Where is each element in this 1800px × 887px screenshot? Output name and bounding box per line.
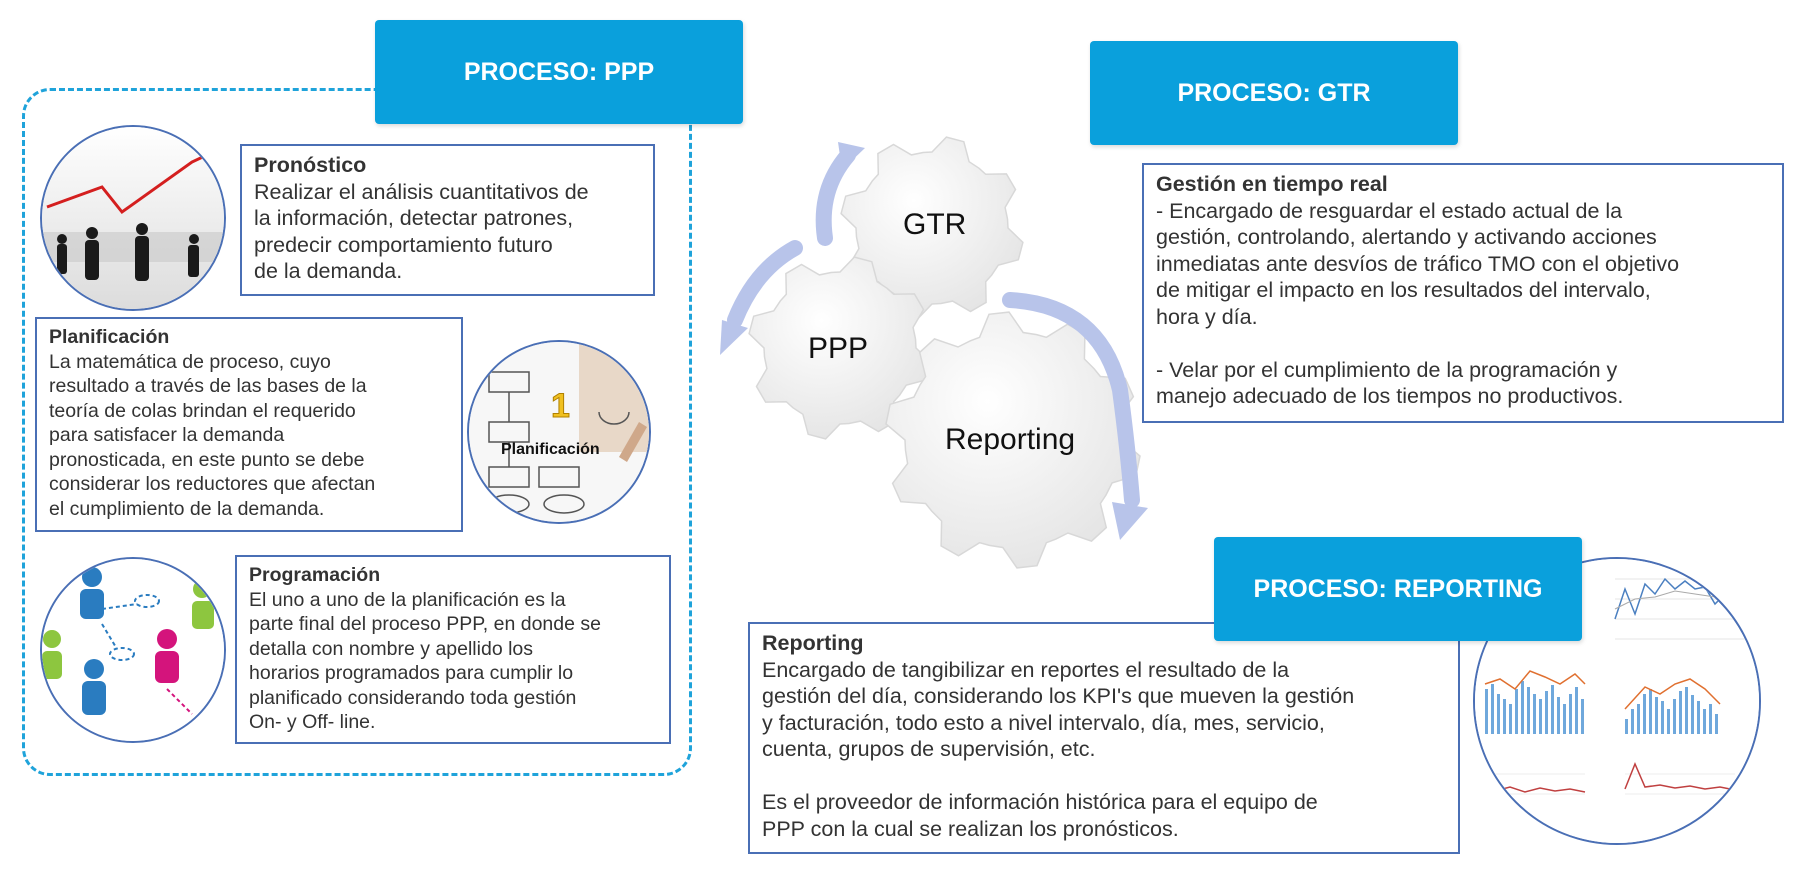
ppp-process-frame [22, 88, 692, 776]
reporting-box: Reporting Encargado de tangibilizar en r… [748, 622, 1460, 854]
arrowhead-gtr [838, 142, 865, 170]
reporting-title: Reporting [762, 631, 864, 655]
arrowhead-reporting [1112, 502, 1148, 540]
gear-gtr [840, 136, 1024, 320]
reporting-text: Encargado de tangibilizar en reportes el… [762, 657, 1355, 841]
planificacion-title: Planificación [49, 326, 170, 348]
gear-label-reporting: Reporting [945, 423, 1076, 456]
planificacion-image-number: 1 [551, 387, 570, 425]
gtr-text: - Encargado de resguardar el estado actu… [1156, 198, 1680, 409]
arrowhead-ppp [720, 320, 748, 355]
planificacion-image-label: Planificación [501, 441, 600, 458]
arrow-reporting-cycle [1002, 292, 1140, 508]
planificacion-text: La matemática de proceso, cuyo resultado… [49, 350, 376, 520]
gtr-box: Gestión en tiempo real - Encargado de re… [1142, 163, 1784, 423]
gear-label-ppp: PPP [808, 332, 869, 365]
programacion-image [40, 557, 226, 743]
planificacion-image: 1 Planificación [467, 340, 651, 524]
gtr-title: Gestión en tiempo real [1156, 172, 1388, 196]
arrow-ppp-cycle [727, 240, 803, 328]
pronostico-title: Pronóstico [254, 153, 367, 177]
programacion-title: Programación [249, 564, 381, 586]
pronostico-box: Pronóstico Realizar el análisis cuantita… [240, 144, 655, 296]
planificacion-box: Planificación La matemática de proceso, … [35, 317, 463, 532]
header-proceso-ppp: PROCESO: PPP [375, 20, 743, 124]
header-proceso-gtr: PROCESO: GTR [1090, 41, 1458, 145]
programacion-box: Programación El uno a uno de la planific… [235, 555, 671, 744]
process-gears-diagram [720, 136, 1148, 569]
pronostico-text: Realizar el análisis cuantitativos de la… [254, 179, 589, 284]
pronostico-image [40, 125, 226, 311]
gear-label-gtr: GTR [903, 208, 967, 241]
header-proceso-reporting: PROCESO: REPORTING [1214, 537, 1582, 641]
programacion-text: El uno a uno de la planificación es la p… [249, 588, 601, 734]
gear-ppp [748, 256, 932, 440]
